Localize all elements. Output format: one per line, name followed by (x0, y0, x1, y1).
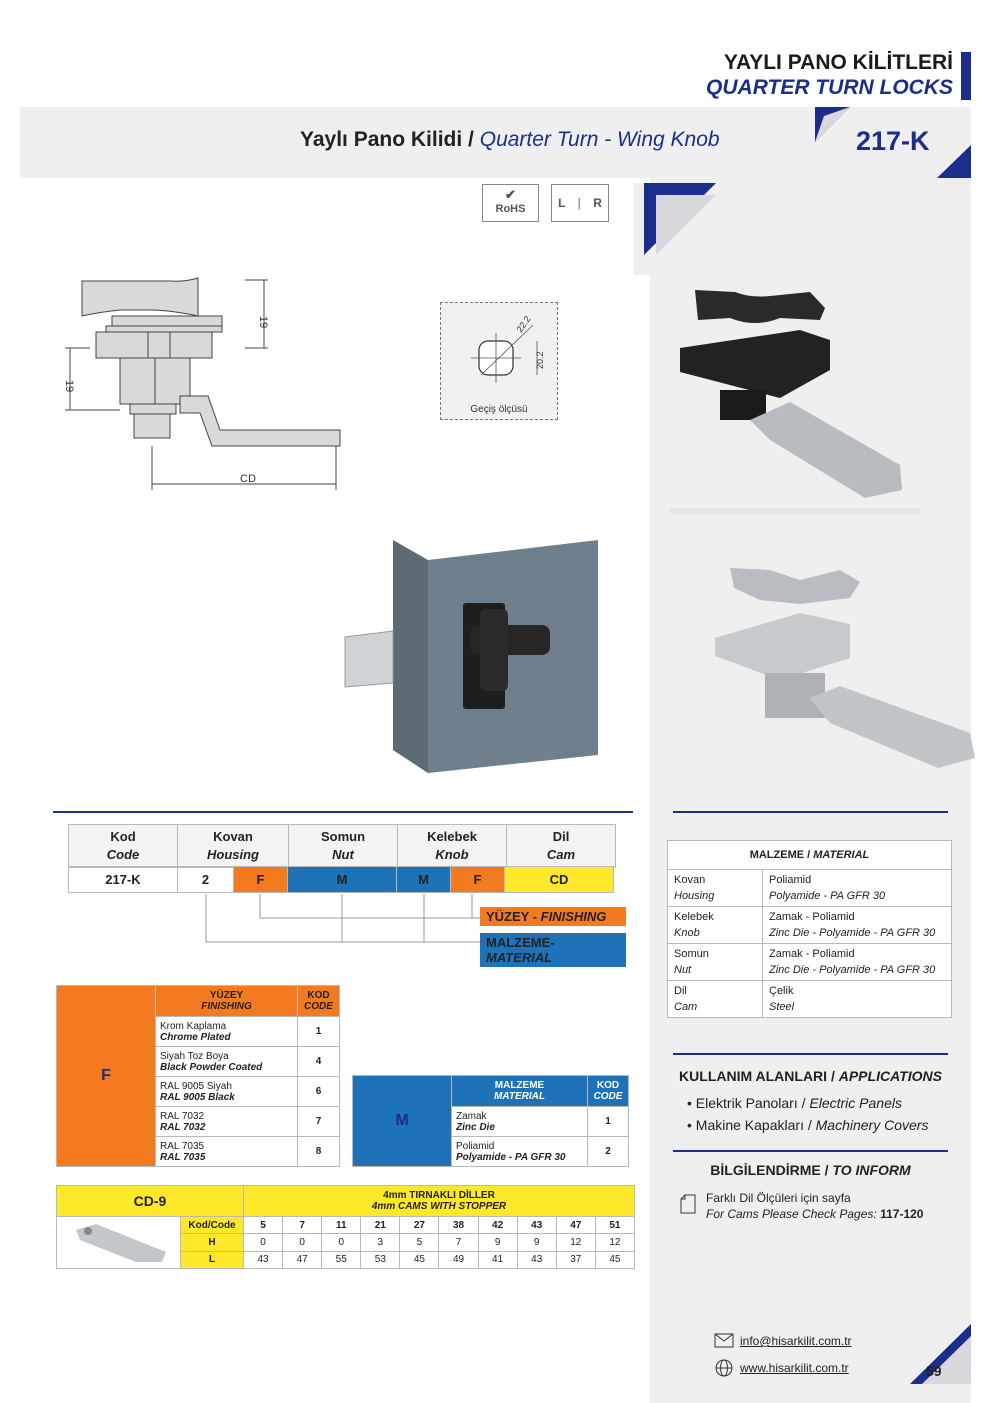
spec-legend-lines (205, 894, 480, 943)
dim-knob-height: 19 (257, 316, 269, 328)
website-link[interactable]: www.hisarkilit.com.tr (740, 1361, 849, 1375)
document-icon (680, 1194, 696, 1214)
cam-kod-label: Kod/Code (180, 1215, 244, 1235)
spec-cell-nut-material: M (287, 866, 397, 893)
product-title: Yaylı Pano Kilidi / Quarter Turn - Wing … (300, 128, 720, 152)
product-name-tr: Yaylı Pano Kilidi / (300, 128, 474, 151)
materials-divider (673, 811, 948, 813)
cam-h-label: H (180, 1233, 244, 1252)
cutout-label: Geçiş ölçüsü (470, 404, 528, 415)
right-label: R (593, 196, 602, 210)
info-title: BİLGİLENDİRME / TO INFORM (710, 1162, 911, 1178)
applications-list: • Elektrik Panoları / Electric Panels • … (687, 1092, 928, 1136)
cam-code-cell: 5 (242, 1215, 284, 1235)
email-icon (714, 1333, 734, 1348)
panel-mounted-lock-image (344, 540, 598, 773)
info-text: Farklı Dil Ölçüleri için sayfa For Cams … (706, 1191, 924, 1221)
title-corner-decor (815, 107, 971, 178)
materials-title: MALZEME / MATERIAL (667, 840, 952, 870)
lock-photo-black (670, 290, 920, 514)
cam-l-label: L (180, 1250, 244, 1270)
side-column (650, 178, 971, 1403)
applications-title: KULLANIM ALANLARI / APPLICATIONS (679, 1068, 942, 1084)
cam-icon (76, 1224, 166, 1262)
cam-name: CD-9 (56, 1185, 244, 1217)
legend-finish: YÜZEY - FINISHING (480, 907, 626, 926)
info-divider (673, 1150, 948, 1152)
page-corner-decor (910, 1324, 971, 1384)
application-item: • Makine Kapakları / Machinery Covers (687, 1117, 929, 1133)
legend-material: MALZEME- MATERIAL (480, 933, 626, 967)
dim-cd: CD (240, 473, 256, 485)
left-label: L (558, 196, 566, 210)
application-item: • Elektrik Panoları / Electric Panels (687, 1095, 902, 1111)
cutout-drawing: 22.2 20.2 (471, 314, 545, 383)
finish-letter: F (56, 985, 156, 1167)
page-header: YAYLI PANO KİLİTLERİ QUARTER TURN LOCKS (706, 50, 953, 100)
spec-code-row: 217-K 2 F M M F CD (68, 866, 614, 893)
material-letter: M (352, 1075, 452, 1167)
title-band (20, 107, 971, 178)
lr-badge: L | R (551, 184, 609, 222)
spec-cell-housing: 2 (177, 866, 234, 893)
applications-divider (673, 1053, 948, 1055)
lock-photo-zinc (715, 568, 975, 768)
spec-cell-code: 217-K (68, 866, 178, 893)
corner-decor (634, 183, 716, 275)
globe-icon (715, 1359, 733, 1377)
cam-h-cell: 0 (242, 1233, 284, 1252)
hole-diagonal-dim: 22.2 (514, 314, 532, 334)
technical-drawing: 19 19 CD (63, 277, 341, 490)
product-name-en: Quarter Turn - Wing Knob (479, 128, 720, 151)
cutout-box: 22.2 20.2 Geçiş ölçüsü (440, 302, 558, 420)
dim-body-height: 19 (63, 380, 75, 392)
cam-l-cell: 43 (242, 1250, 284, 1270)
spec-cell-knob-finish: F (450, 866, 505, 893)
check-icon: ✔ (505, 187, 516, 202)
spec-cell-knob-material: M (396, 866, 451, 893)
cam-image (56, 1216, 181, 1269)
header-title-tr: YAYLI PANO KİLİTLERİ (723, 51, 953, 74)
header-accent-bar (961, 52, 971, 100)
page-number: 59 (926, 1363, 942, 1379)
spec-cell-cam: CD (504, 866, 614, 893)
rohs-badge: ✔ RoHS (482, 184, 539, 222)
product-code: 217-K (856, 126, 930, 156)
spec-cell-housing-finish: F (233, 866, 288, 893)
header-title-en: QUARTER TURN LOCKS (706, 76, 953, 99)
hole-width-dim: 20.2 (535, 351, 545, 369)
spec-divider (53, 811, 633, 813)
email-link[interactable]: info@hisarkilit.com.tr (740, 1334, 852, 1348)
